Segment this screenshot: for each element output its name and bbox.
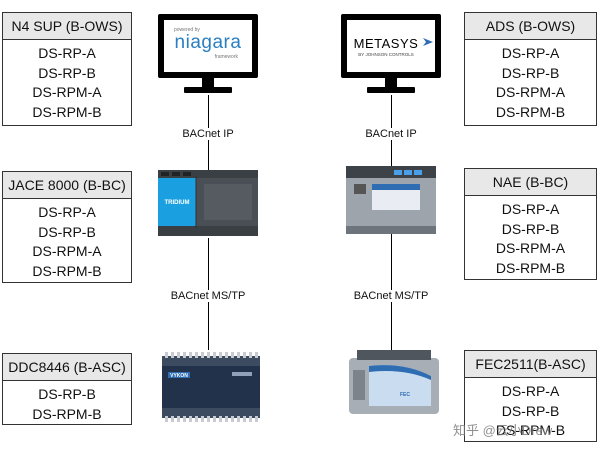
right-bc-item: DS-RP-A xyxy=(501,201,560,217)
niagara-monitor-icon: powered by niagara framework xyxy=(158,14,258,93)
right-asc-title: FEC2511(B-ASC) xyxy=(465,351,596,378)
left-asc-item: DS-RPM-B xyxy=(32,405,102,422)
right-bc-item: DS-RP-B xyxy=(501,220,560,237)
nae-controller-icon xyxy=(346,166,436,234)
right-asc-item: DS-RP-B xyxy=(501,402,560,419)
watermark-text: 知乎 @云小Drew xyxy=(453,423,553,438)
left-ows-item: DS-RP-A xyxy=(38,45,96,61)
monitor-neck xyxy=(202,78,214,88)
left-bc-item: DS-RPM-A xyxy=(32,243,102,259)
metasys-arrow-icon xyxy=(423,38,433,46)
fec-controller-icon: FEC xyxy=(349,350,439,414)
right-ows-item: DS-RP-A xyxy=(501,45,560,61)
niagara-powered-text: powered by xyxy=(174,27,200,33)
right-asc-box: FEC2511(B-ASC) DS-RP-A DS-RP-B DS-RPM-B xyxy=(464,350,597,442)
right-bc-item: DS-RPM-B xyxy=(495,259,566,276)
niagara-framework-text: framework xyxy=(214,54,238,60)
ddc-controller-icon: VYKON xyxy=(162,352,260,422)
right-ows-box: ADS (B-OWS) DS-RP-A DS-RP-B DS-RPM-A DS-… xyxy=(464,12,597,126)
metasys-screen: METASYS BY JOHNSON CONTROLS xyxy=(347,20,435,72)
left-asc-title: DDC8446 (B-ASC) xyxy=(3,354,131,381)
metasys-sub-text: BY JOHNSON CONTROLS xyxy=(358,52,414,57)
right-ows-item: DS-RPM-A xyxy=(495,84,566,100)
right-ows-item: DS-RPM-B xyxy=(495,103,566,120)
monitor-base xyxy=(184,87,232,93)
left-asc-item: DS-RP-B xyxy=(38,386,96,402)
right-bc-title: NAE (B-BC) xyxy=(465,169,596,196)
right-ip-label: BACnet IP xyxy=(363,128,419,140)
tridium-brand-text: TRIDIUM xyxy=(165,200,190,206)
left-ows-item: DS-RPM-B xyxy=(32,103,102,120)
left-bc-item: DS-RP-A xyxy=(38,204,96,220)
right-bc-box: NAE (B-BC) DS-RP-A DS-RP-B DS-RPM-A DS-R… xyxy=(464,168,597,280)
left-bc-item: DS-RPM-B xyxy=(32,262,102,279)
right-asc-item: DS-RPM-B xyxy=(495,422,566,438)
right-mstp-label: BACnet MS/TP xyxy=(351,290,431,302)
vykon-brand-text: VYKON xyxy=(170,373,188,379)
left-mstp-label: BACnet MS/TP xyxy=(168,290,248,302)
monitor-base xyxy=(367,87,415,93)
left-asc-box: DDC8446 (B-ASC) DS-RP-B DS-RPM-B xyxy=(2,353,132,425)
left-ows-item: DS-RPM-A xyxy=(32,84,102,100)
left-bc-item: DS-RP-B xyxy=(38,223,96,240)
metasys-monitor-icon: METASYS BY JOHNSON CONTROLS xyxy=(341,14,441,93)
left-ows-title: N4 SUP (B-OWS) xyxy=(3,13,131,40)
fec-brand-text: FEC xyxy=(400,392,410,398)
right-bc-item: DS-RPM-A xyxy=(495,240,566,256)
left-ows-item: DS-RP-B xyxy=(38,64,96,81)
left-bc-box: JACE 8000 (B-BC) DS-RP-A DS-RP-B DS-RPM-… xyxy=(2,171,132,283)
left-bc-title: JACE 8000 (B-BC) xyxy=(3,172,131,199)
niagara-logo-text: niagara xyxy=(174,32,242,53)
left-ows-box: N4 SUP (B-OWS) DS-RP-A DS-RP-B DS-RPM-A … xyxy=(2,12,132,126)
right-ows-title: ADS (B-OWS) xyxy=(465,13,596,40)
metasys-logo-text: METASYS xyxy=(353,36,419,51)
right-ows-item: DS-RP-B xyxy=(501,64,560,81)
niagara-screen: powered by niagara framework xyxy=(164,20,252,72)
left-ip-label: BACnet IP xyxy=(180,128,236,140)
monitor-neck xyxy=(385,78,397,88)
jace-controller-icon: TRIDIUM xyxy=(158,170,258,236)
right-asc-item: DS-RP-A xyxy=(501,383,560,399)
